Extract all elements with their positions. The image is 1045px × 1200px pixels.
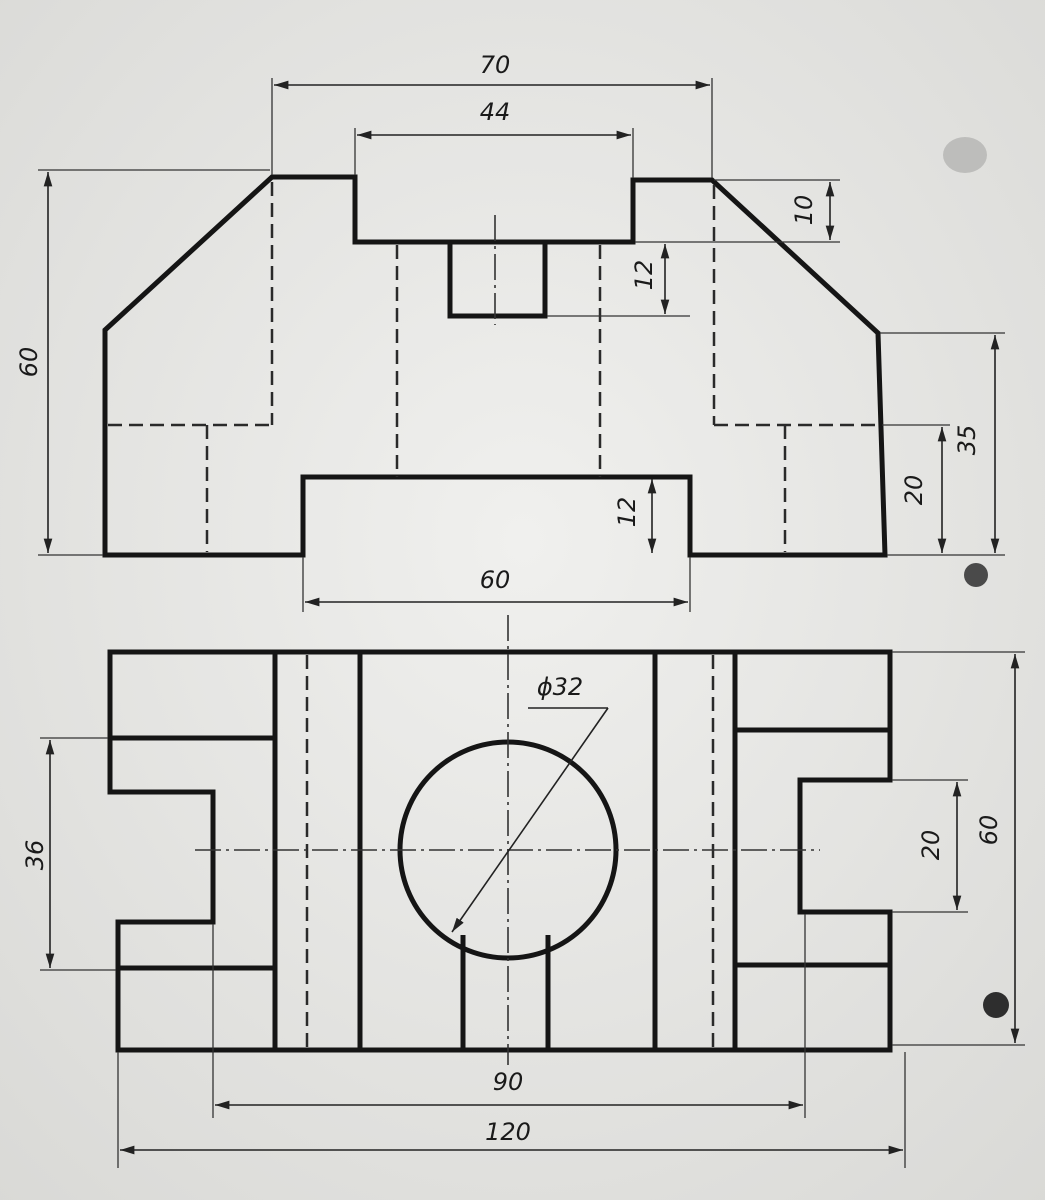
punch-hole — [943, 137, 987, 173]
dim-60-width: 60 — [480, 566, 511, 594]
front-slot — [447, 239, 548, 319]
dim-12-slot: 12 — [630, 260, 658, 291]
dim-10: 10 — [790, 195, 818, 226]
dim-60-depth: 60 — [975, 815, 1003, 846]
plan-dimensions: ϕ32 36 20 60 90 120 — [21, 651, 1025, 1168]
plan-outline — [107, 649, 893, 1053]
dim-120: 120 — [485, 1118, 531, 1146]
dim-35: 35 — [953, 425, 981, 456]
punch-hole — [983, 992, 1009, 1018]
punch-hole — [964, 563, 988, 587]
dim-70: 70 — [480, 51, 511, 79]
front-dimensions: 70 44 60 10 12 35 20 12 — [15, 51, 1005, 612]
dim-diameter-32: ϕ32 — [537, 673, 583, 701]
dim-20-plan: 20 — [917, 830, 945, 861]
plan-view: ϕ32 36 20 60 90 120 — [21, 615, 1025, 1168]
front-outline — [102, 174, 888, 558]
dim-12-bottom: 12 — [613, 497, 641, 528]
dim-36: 36 — [21, 840, 49, 871]
front-view: 70 44 60 10 12 35 20 12 — [15, 51, 1005, 612]
dim-90: 90 — [493, 1068, 524, 1096]
dim-20-front: 20 — [900, 475, 928, 506]
dim-44: 44 — [480, 98, 511, 126]
dim-60-height: 60 — [15, 347, 43, 378]
front-hidden-lines — [108, 182, 882, 552]
